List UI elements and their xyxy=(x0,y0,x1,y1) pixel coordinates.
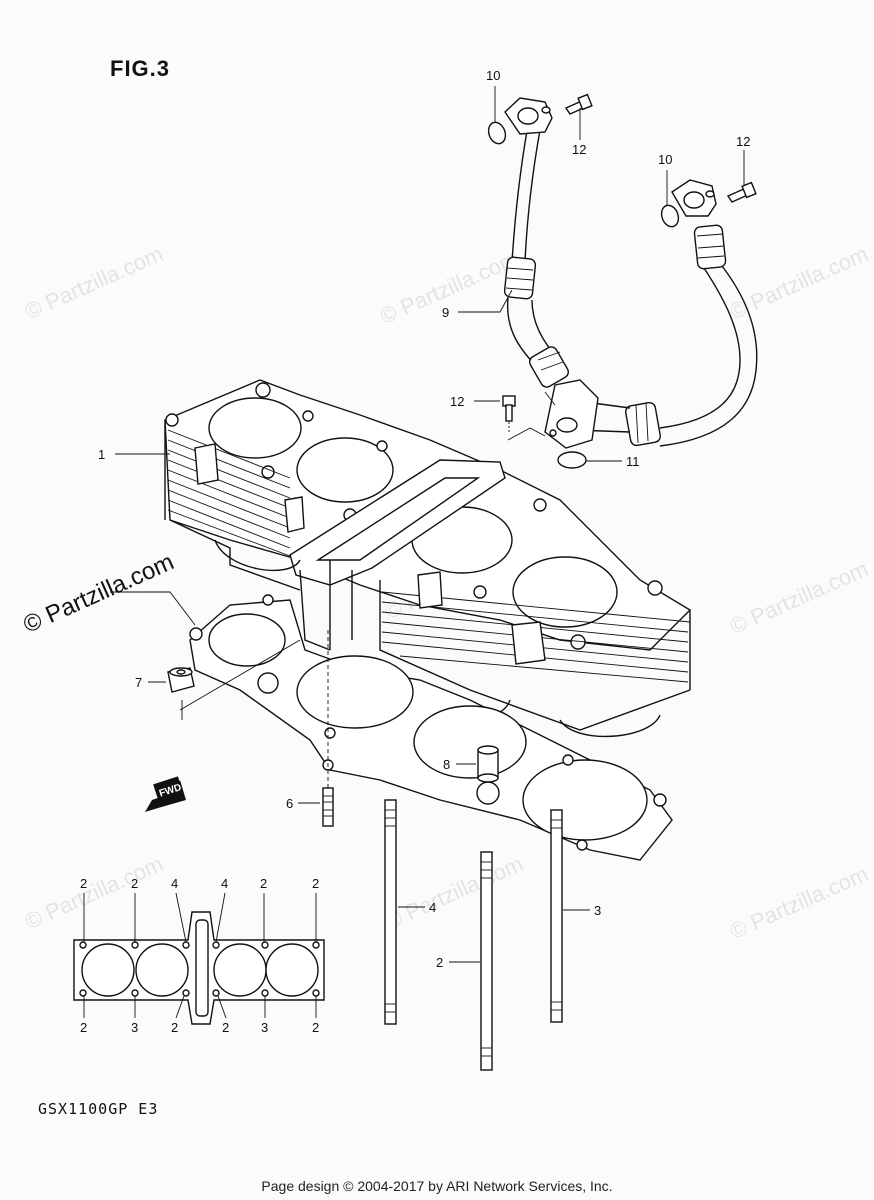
gasket-callout: 2 xyxy=(312,1020,319,1035)
figure-label: FIG.3 xyxy=(110,56,171,81)
callout-1: 1 xyxy=(98,447,105,462)
callout-12: 12 xyxy=(450,394,464,409)
dowel-pin xyxy=(477,745,499,783)
gasket-callout: 2 xyxy=(80,876,87,891)
gasket-callout: 4 xyxy=(171,876,178,891)
cylinder-block xyxy=(164,379,692,738)
gasket-callout: 2 xyxy=(131,876,138,891)
long-stud xyxy=(550,809,563,1023)
gasket-callout: 4 xyxy=(221,876,228,891)
alignment-line xyxy=(507,427,546,441)
callout-11: 11 xyxy=(626,454,640,469)
callout-6: 6 xyxy=(286,796,293,811)
callout-12: 12 xyxy=(572,142,586,157)
cylinder-nut xyxy=(167,667,195,693)
callout-10: 10 xyxy=(658,152,672,167)
callout-8: 8 xyxy=(443,757,450,772)
callout-10: 10 xyxy=(486,68,500,83)
hose-bolt xyxy=(502,395,516,432)
o-ring xyxy=(557,451,587,469)
bolt-pattern-top-view xyxy=(73,892,325,1025)
gasket-callout: 2 xyxy=(260,876,267,891)
o-ring xyxy=(487,121,507,145)
alignment-line xyxy=(544,391,556,406)
gasket-callout: 2 xyxy=(312,876,319,891)
gasket-callout: 3 xyxy=(131,1020,138,1035)
callout-9: 9 xyxy=(442,305,449,320)
long-stud xyxy=(480,851,493,1071)
callout-12: 12 xyxy=(736,134,750,149)
gasket-callout: 2 xyxy=(222,1020,229,1035)
callout-7: 7 xyxy=(135,675,142,690)
gasket-callout: 3 xyxy=(261,1020,268,1035)
model-code: GSX1100GP E3 xyxy=(38,1100,159,1118)
gasket-callout: 2 xyxy=(80,1020,87,1035)
short-stud xyxy=(322,787,334,827)
page-footer: Page design © 2004-2017 by ARI Network S… xyxy=(261,1178,613,1194)
cylinder-base-gasket xyxy=(189,594,673,861)
hose-bolt xyxy=(564,93,593,115)
forward-arrow-icon: FWD xyxy=(145,776,186,812)
callout-4: 4 xyxy=(429,900,436,915)
long-stud xyxy=(384,799,397,1025)
callout-3: 3 xyxy=(594,903,601,918)
gasket-callout: 2 xyxy=(171,1020,178,1035)
oil-hose-assembly xyxy=(503,97,758,449)
o-ring xyxy=(660,204,680,228)
hose-bolt xyxy=(726,181,757,203)
callout-2: 2 xyxy=(436,955,443,970)
